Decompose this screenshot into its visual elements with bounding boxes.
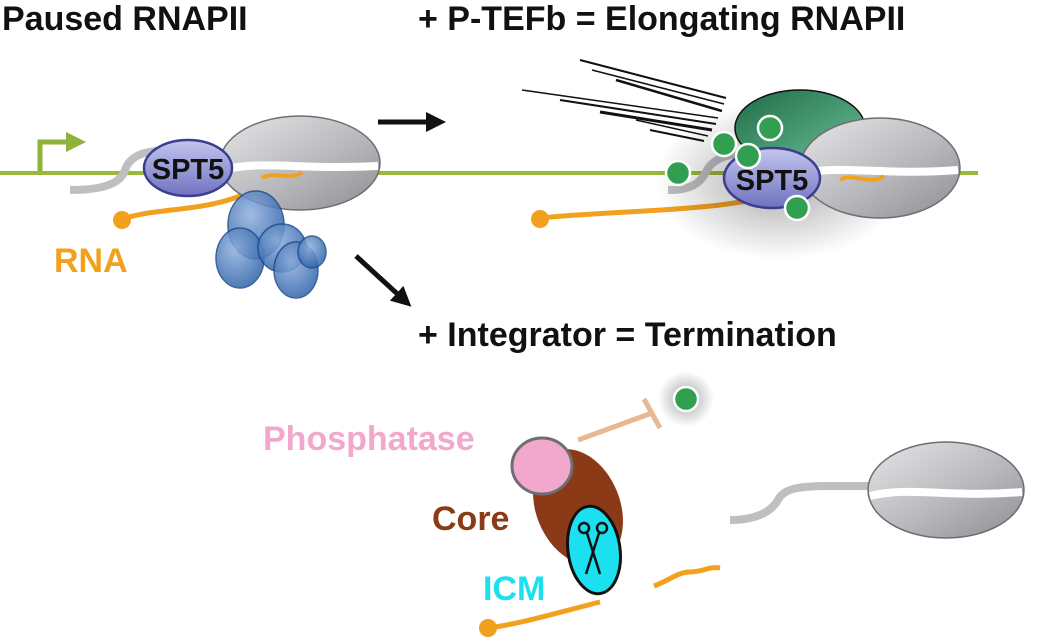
rna-fragment-1-cap (479, 619, 497, 637)
integrator-phosphatase (510, 436, 574, 496)
released-dna (729, 482, 880, 524)
phosphatase-label: Phosphatase (263, 420, 475, 458)
rna-5prime-cap-elongating (531, 210, 549, 228)
released-phosphate (672, 385, 700, 413)
rna-fragment-1 (487, 599, 601, 631)
heading-paused: Paused RNAPII (2, 0, 248, 38)
spt5-label-elongating: SPT5 (736, 165, 809, 197)
paused-complex: SPT5 RNA (54, 115, 381, 299)
promoter-arrow-icon (37, 132, 86, 172)
spt5-paused (142, 138, 234, 198)
elongating-complex: SPT5 (521, 59, 961, 260)
spt5-label-paused: SPT5 (152, 154, 225, 186)
rna-fragment-2 (653, 565, 721, 589)
arrow-to-termination (354, 254, 412, 307)
phosphate-marks (664, 114, 811, 222)
motion-lines (521, 59, 727, 142)
termination-scene: Phosphatase Core ICM (263, 371, 1025, 637)
rna-5prime-cap (113, 211, 131, 229)
inhibition-bar (641, 397, 663, 430)
core-label: Core (432, 500, 509, 538)
heading-termination: + Integrator = Termination (418, 316, 837, 354)
icm-label: ICM (483, 570, 545, 608)
inhibition-line (577, 410, 653, 443)
nelf-complex (215, 190, 327, 299)
scissors-icon (577, 521, 609, 575)
rna-label: RNA (54, 242, 128, 280)
heading-elongating: + P-TEFb = Elongating RNAPII (418, 0, 905, 38)
